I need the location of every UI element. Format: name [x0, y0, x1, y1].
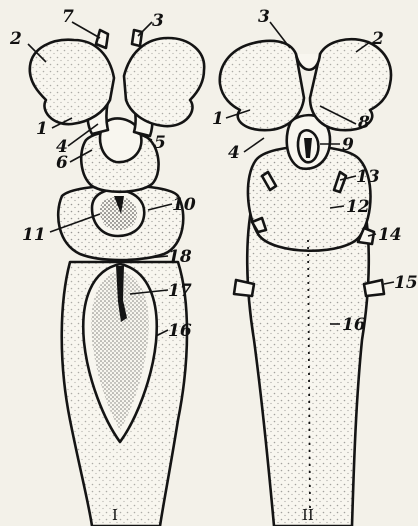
callout-2: 2 — [9, 29, 22, 49]
callout-6: 6 — [56, 153, 68, 173]
view-two-nerve-15 — [364, 280, 384, 296]
callout-16: 16 — [168, 321, 192, 341]
view-two-nerve-left — [234, 280, 254, 296]
view-one-dorsal — [30, 30, 204, 526]
callout-17: 17 — [168, 281, 192, 301]
view-label-one: I — [112, 506, 118, 524]
callout-14: 14 — [378, 225, 402, 245]
callout-2: 2 — [371, 29, 384, 49]
callout-15: 15 — [394, 273, 418, 293]
view-label-two: II — [302, 506, 314, 524]
callout-12: 12 — [346, 197, 370, 217]
callout-1: 1 — [212, 109, 224, 129]
callout-1: 1 — [36, 119, 48, 139]
callout-9: 9 — [342, 135, 354, 155]
callout-18: 18 — [168, 247, 192, 267]
callout-13: 13 — [356, 167, 380, 187]
callout-3: 3 — [258, 7, 270, 27]
callout-10: 10 — [172, 195, 196, 215]
callout-16: 16 — [342, 315, 366, 335]
callout-5: 5 — [154, 133, 166, 153]
callout-8: 8 — [357, 113, 370, 133]
view-one-olfactory-left — [96, 30, 108, 48]
callout-3: 3 — [152, 11, 164, 31]
callout-4: 4 — [228, 143, 240, 163]
callout-7: 7 — [62, 7, 74, 27]
callout-11: 11 — [22, 225, 46, 245]
